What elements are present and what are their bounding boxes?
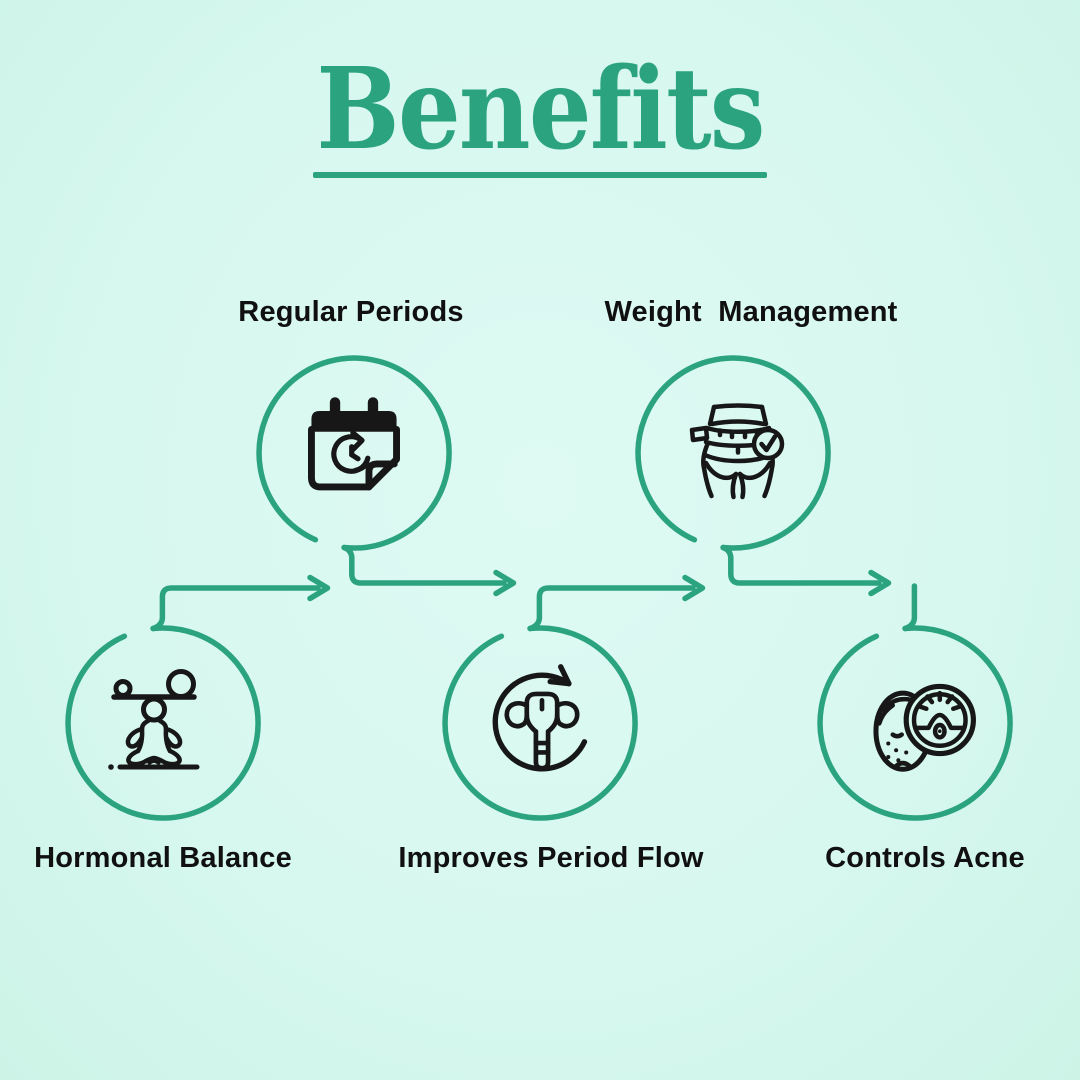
label-controls-acne: Controls Acne	[825, 842, 1025, 874]
connector-regular-periods-to-improves-period-flow	[341, 544, 517, 597]
uterus-cycle-icon	[492, 664, 588, 772]
face-magnifier-icon	[873, 683, 976, 772]
calendar-cycle-icon	[307, 397, 400, 491]
label-improves-period-flow: Improves Period Flow	[398, 842, 704, 874]
meditation-balance-icon	[108, 669, 200, 770]
title-underline	[313, 172, 767, 178]
page-title: Benefits	[316, 44, 765, 175]
connector-weight-management-to-controls-acne	[720, 544, 892, 597]
ring-hormonal-balance	[65, 625, 261, 821]
checkmark-icon	[759, 434, 778, 453]
ring-weight-management	[635, 355, 831, 551]
arrowhead-icon	[493, 569, 517, 597]
label-hormonal-balance: Hormonal Balance	[34, 842, 292, 874]
connector-hormonal-balance-to-regular-periods	[150, 574, 331, 632]
label-weight-management: Weight Management	[604, 296, 898, 328]
arrowhead-icon	[307, 574, 331, 602]
connector-improves-period-flow-to-weight-management	[527, 574, 706, 632]
label-regular-periods: Regular Periods	[238, 296, 464, 328]
ring-improves-period-flow	[442, 625, 638, 821]
arrowhead-icon	[547, 664, 572, 687]
arrowhead-icon	[868, 569, 892, 597]
waist-tape-check-icon	[689, 403, 785, 500]
ring-regular-periods	[256, 355, 452, 551]
ring-controls-acne	[817, 625, 1013, 821]
arrowhead-icon	[682, 574, 706, 602]
connector-stub-controls-acne	[902, 583, 918, 632]
